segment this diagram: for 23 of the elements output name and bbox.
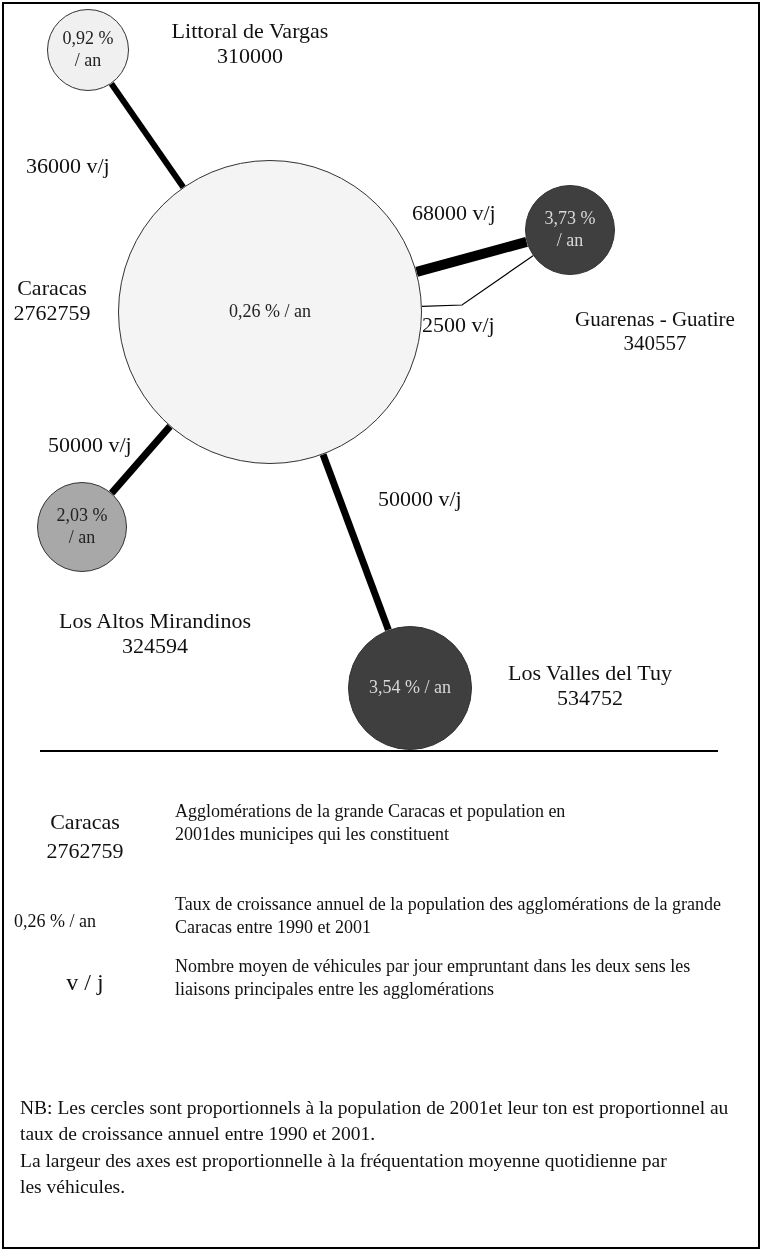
sample-name-population: Caracas 2762759 xyxy=(45,808,125,865)
agglomeration-name-population: Los Altos Mirandinos 324594 xyxy=(58,608,252,659)
agglomeration-name-population: Littoral de Vargas 310000 xyxy=(170,18,330,69)
road-link-line xyxy=(415,237,528,277)
growth-rate-text: 0,26 % / an xyxy=(228,301,312,323)
sample-unit: v / j xyxy=(65,968,105,997)
road-link-line xyxy=(108,81,186,189)
legend-description: Nombre moyen de véhicules par jour empruntant dans les deux sens les liaisons principales entre les agglomérations xyxy=(175,955,692,1002)
agglomeration-name-population: Los Valles del Tuy 534752 xyxy=(507,660,673,711)
growth-rate-text: 2,03 % / an xyxy=(55,505,109,549)
agglomeration-name-population: Caracas 2762759 xyxy=(12,275,92,326)
legend-description: Taux de croissance annuel de la population des agglomérations de la grande Caracas entre 1990 et 2001 xyxy=(175,893,723,940)
note-text: NB: Les cercles sont proportionnels à la population de 2001et leur ton est proportionnel au taux de croissance annuel entre 1990 et 2001. xyxy=(20,1096,730,1147)
legend-description: Agglomérations de la grande Caracas et population en 2001des municipes qui les constituent xyxy=(175,800,567,847)
road-link-line xyxy=(319,453,392,632)
growth-rate-text: 3,54 % / an xyxy=(368,677,452,699)
growth-rate-text: 3,73 % / an xyxy=(543,208,597,252)
agglomeration-name-population: Guarenas - Guatire 340557 xyxy=(574,307,736,356)
sample-growth-rate: 0,26 % / an xyxy=(14,910,97,933)
road-link-line xyxy=(421,255,534,308)
note-text: La largeur des axes est proportionnelle à la fréquentation moyenne quotidienne par les véhicules. xyxy=(20,1149,668,1200)
growth-rate-text: 0,92 % / an xyxy=(61,28,115,72)
road-link-line xyxy=(109,424,173,496)
